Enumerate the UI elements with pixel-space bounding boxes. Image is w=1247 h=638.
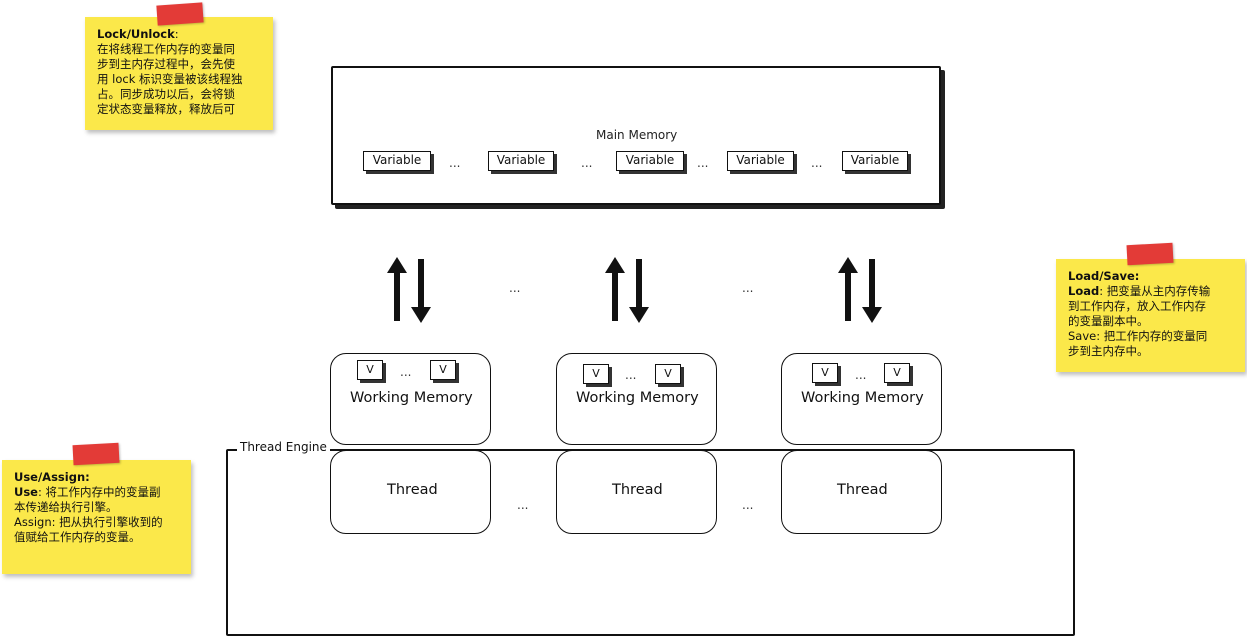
working-memory-variable: V [430,360,456,380]
working-memory-variable: V [583,364,609,384]
use-assign-note: Use/Assign: Use: 将工作内存中的变量副 本传递给执行引擎。 As… [2,460,191,574]
working-memory-label: Working Memory [576,390,699,406]
variable-ellipsis: ... [697,156,709,170]
note-line: 到工作内存，放入工作内存 [1068,299,1206,313]
sync-arrows-icon [838,257,882,323]
load-save-note: Load/Save: Load: 把变量从主内存传输 到工作内存，放入工作内存 … [1056,259,1245,372]
working-memory-variable: V [655,364,681,384]
main-memory-variable: Variable [488,151,554,171]
note-line: : 将工作内存中的变量副 [37,485,161,499]
note-line: 的变量副本中。 [1068,314,1149,328]
working-memory-label: Working Memory [350,390,473,406]
note-line: 步到主内存过程中，会先使 [97,57,235,71]
note-line: 用 lock 标识变量被该线程独 [97,72,243,86]
variable-ellipsis: ... [581,156,593,170]
thread-box [330,450,491,534]
sync-arrows-icon [605,257,649,323]
sync-arrows-icon [387,257,431,323]
working-memory-variable: V [357,360,383,380]
working-memory-label: Working Memory [801,390,924,406]
note-line: 值赋给工作内存的变量。 [14,530,141,544]
working-memory-ellipsis: ... [625,368,637,382]
note-title-suffix: : [174,27,179,41]
working-memory-box [781,353,942,445]
working-memory-variable: V [812,363,838,383]
lock-unlock-note: Lock/Unlock: 在将线程工作内存的变量同 步到主内存过程中，会先使 用… [85,17,273,130]
note-title: Load/Save: [1068,269,1140,283]
note-line: 本传递给执行引擎。 [14,500,118,514]
variable-ellipsis: ... [811,156,823,170]
thread-label: Thread [612,482,663,498]
working-memory-variable: V [884,363,910,383]
main-memory-box [331,66,941,205]
note-line: 步到主内存中。 [1068,344,1149,358]
working-memory-box [556,353,717,445]
note-title: Use/Assign: [14,470,90,484]
note-line: : 把变量从主内存传输 [1099,284,1211,298]
main-memory-variable: Variable [842,151,908,171]
note-term: Load [1068,284,1100,298]
thread-engine-label: Thread Engine [237,440,330,454]
note-line: 在将线程工作内存的变量同 [97,42,235,56]
working-memory-ellipsis: ... [400,365,412,379]
tape-icon [1126,242,1174,266]
thread-box [781,450,942,534]
note-line: 占。同步成功以后，会将锁 [97,87,235,101]
variable-ellipsis: ... [449,156,461,170]
thread-label: Thread [837,482,888,498]
thread-box [556,450,717,534]
note-line: Assign: 把从执行引擎收到的 [14,515,163,529]
main-memory-variable: Variable [727,151,794,171]
arrows-ellipsis: ... [509,281,521,295]
main-memory-variable: Variable [363,151,431,171]
arrows-ellipsis: ... [742,281,754,295]
working-memory-box [330,353,491,445]
note-term: Use [14,485,38,499]
tape-icon [72,442,120,466]
threads-ellipsis: ... [517,498,529,512]
threads-ellipsis: ... [742,498,754,512]
note-line: Save: 把工作内存的变量同 [1068,329,1208,343]
note-title: Lock/Unlock [97,27,175,41]
main-memory-title: Main Memory [596,128,678,142]
working-memory-ellipsis: ... [855,368,867,382]
tape-icon [156,2,204,26]
note-line: 定状态变量释放，释放后可 [97,102,235,116]
thread-label: Thread [387,482,438,498]
main-memory-variable: Variable [616,151,684,171]
